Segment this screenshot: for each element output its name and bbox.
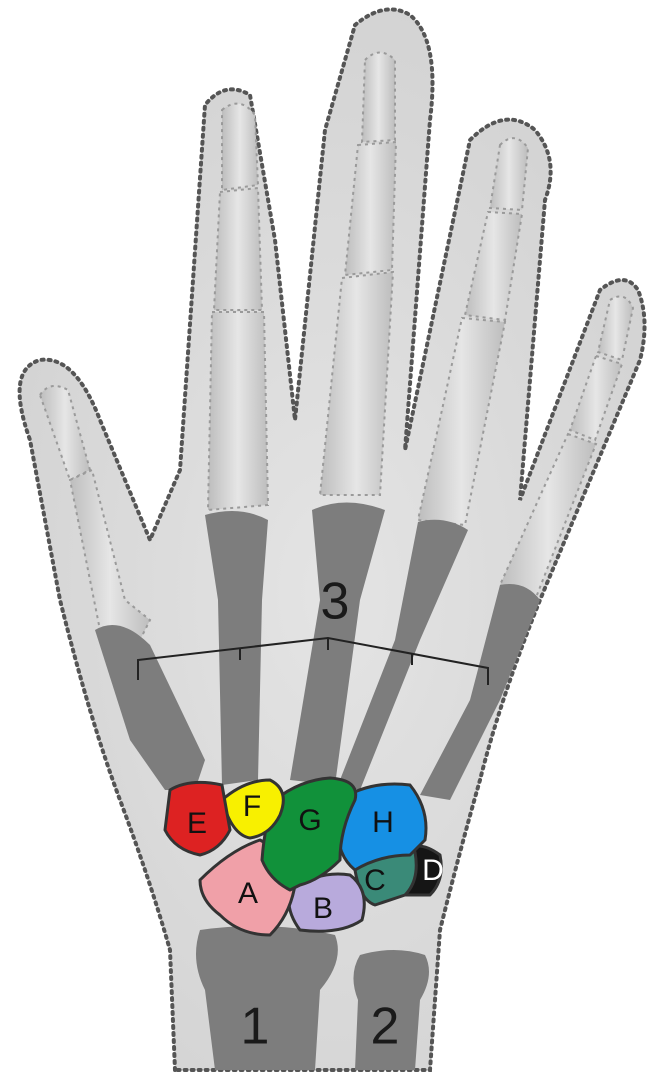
index-distal (222, 104, 258, 190)
middle-distal (362, 53, 395, 143)
carpal-label-E: E (187, 807, 207, 840)
index-proximal (208, 312, 268, 510)
carpal-label-G: G (298, 804, 321, 837)
carpal-label-H: H (372, 806, 394, 839)
carpal-label-A: A (238, 877, 258, 910)
carpal-label-B: B (313, 892, 333, 925)
metacarpals-label: 3 (321, 573, 350, 631)
carpal-label-C: C (364, 864, 386, 897)
radius-label: 1 (241, 998, 270, 1056)
index-middle (214, 188, 262, 310)
carpal-label-D: D (422, 854, 444, 887)
ulna-label: 2 (371, 998, 400, 1056)
carpal-label-F: F (243, 790, 261, 823)
